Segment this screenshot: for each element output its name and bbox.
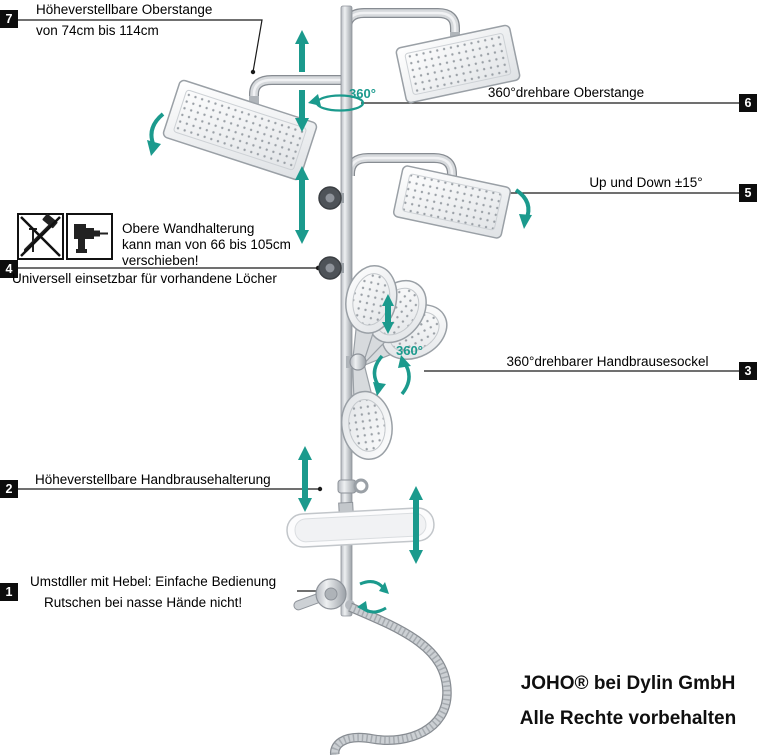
arrow-up-top xyxy=(295,30,309,72)
callout-number-4: 4 xyxy=(0,260,18,278)
callout-number-5: 5 xyxy=(739,184,757,202)
footer-brand: JOHO® bei Dylin GmbH Alle Rechte vorbeha… xyxy=(500,666,756,736)
callout-label-3: 360°drehbarer Handbrausesockel xyxy=(506,354,709,369)
rotation-label-handshower: 360° xyxy=(396,343,423,358)
callout-line-7 xyxy=(18,19,263,73)
rotation-label-top: 360° xyxy=(349,86,376,101)
callout-label-1-line1: Umstdller mit Hebel: Einfache Bedienung xyxy=(30,574,277,589)
callout-label-6: 360°drehbare Oberstange xyxy=(487,85,645,100)
callout-number-6: 6 xyxy=(739,94,757,112)
arrow-updown-shelf-left xyxy=(298,446,312,512)
wall-mount-upper xyxy=(318,186,344,210)
callout-lines xyxy=(18,19,739,592)
hand-shower-pivot xyxy=(349,353,367,371)
rights-line: Alle Rechte vorbehalten xyxy=(519,708,737,729)
wall-mount-lower xyxy=(318,256,344,280)
callout-label-4-line2: kann man von 66 bis 105cm xyxy=(122,237,291,252)
rain-head-left xyxy=(162,79,318,181)
rotation-ellipse-icon xyxy=(308,94,365,112)
arrow-rotate-diverter xyxy=(357,580,389,614)
arrow-curved-middle-head xyxy=(514,188,532,229)
diverter-valve xyxy=(293,578,355,611)
callout-label-7-line1: Höheverstellbare Oberstange xyxy=(36,2,213,17)
callout-label-4-main: Universell einsetzbar für vorhandene Löc… xyxy=(12,271,277,286)
arrow-curved-left-head xyxy=(147,112,165,156)
movement-arrows xyxy=(147,30,532,614)
callout-number-7: 7 xyxy=(0,10,18,28)
arrow-updown-handshower xyxy=(382,294,394,334)
arrow-updown-shelf-right xyxy=(409,486,423,564)
callout-label-5: Up und Down ±15° xyxy=(589,175,703,190)
hand-shower-holder xyxy=(337,478,369,494)
callout-label-2: Höheverstellbare Handbrausehalterung xyxy=(35,472,271,487)
no-hammer-icon xyxy=(20,213,61,257)
drill-icon xyxy=(74,224,108,253)
head-connector-left xyxy=(249,96,259,106)
callout-label-4-line1: Obere Wandhalterung xyxy=(122,221,255,236)
arrow-rotate-handshower xyxy=(372,354,411,396)
callout-label-1-line2: Rutschen bei nasse Hände nicht! xyxy=(44,595,243,610)
rain-head-middle xyxy=(392,165,512,239)
callout-number-2: 2 xyxy=(0,480,18,498)
brand-line: JOHO® bei Dylin GmbH xyxy=(520,673,736,694)
arrow-updown-middle xyxy=(295,166,309,244)
arrow-down-top xyxy=(295,90,309,132)
rain-head-top-right xyxy=(395,24,521,104)
callout-label-7-line2: von 74cm bis 114cm xyxy=(36,23,159,38)
callout-number-3: 3 xyxy=(739,362,757,380)
mounting-icons xyxy=(17,213,113,260)
shower-hose xyxy=(330,602,452,755)
callout-number-1: 1 xyxy=(0,583,18,601)
callout-label-4-line3: verschieben! xyxy=(122,253,199,268)
soap-shelf xyxy=(286,501,435,548)
